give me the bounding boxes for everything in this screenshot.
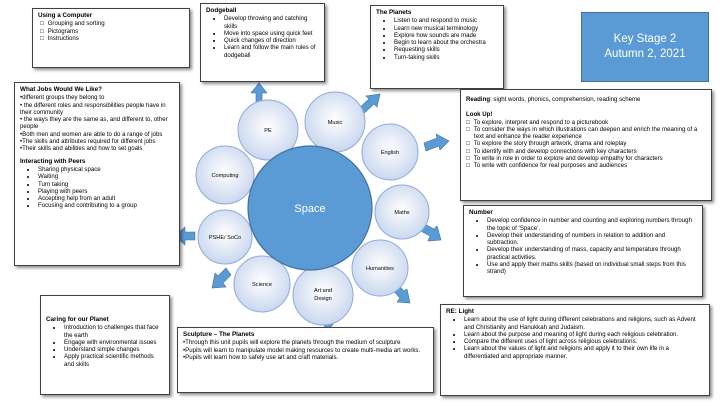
re-heading: RE: Light [446,308,474,315]
sculpture-box: Sculpture – The Planets •Through this un… [177,327,434,393]
sculpture-line: •Pupils will learn how to safely use art… [183,353,339,361]
caring-heading: Caring for our Planet [46,316,109,323]
jobs-line: •different groups they belong to [20,94,105,102]
subject-circle-art [292,264,354,326]
centre-circle [247,145,373,271]
jobs-box: What Jobs Would We Like? •different grou… [14,82,180,266]
title-box: Key Stage 2 Autumn 2, 2021 [581,12,709,82]
arrows [174,82,450,332]
list-item: Introduction to challenges that face the… [63,324,164,339]
list-item: Requesting skills [393,46,498,53]
label-humanities: Humanities [366,266,394,272]
subject-circle-pshe [197,209,253,265]
computer-heading: Using a Computer [38,12,93,19]
label-art-line1: Art and [314,288,332,294]
label-science: Science [252,282,272,288]
list-item: Engage with environmental issues [63,339,164,346]
dodgeball-heading: Dodgeball [206,7,237,14]
jobs-heading: What Jobs Would We Like? [20,86,102,93]
list-item: Explore how sounds are made [393,32,498,39]
reading-text: : sight words, phonics, comprehension, r… [490,96,641,103]
jobs-line: •Both men and women are able to do a ran… [20,130,163,138]
list-item: Focusing and contributing to a group [37,202,174,209]
list-item: Waiting [37,173,174,180]
label-music: Music [328,120,343,126]
list-item: To explore, interpret and respond to a p… [474,119,706,126]
reading-label: Reading [466,96,491,103]
number-heading: Number [469,209,493,216]
list-item: Apply practical scientific methods and s… [63,353,164,368]
list-item: Sharing physical space [37,166,174,173]
dodgeball-box: Dodgeball Develop throwing and catching … [200,3,325,82]
list-item: To identify with and develop connections… [474,148,706,155]
arrow-to-jobs [174,226,196,246]
label-computing: Computing [211,173,238,179]
subject-circle-humanities [351,239,409,297]
list-item: Use and apply their maths skills (based … [486,261,697,276]
list-item: To write in role in order to explore and… [474,155,706,162]
list-item: Playing with peers [37,188,174,195]
list-item: Listen to and respond to music [393,17,498,24]
jobs-line: •The skills and attributes required for … [20,138,156,146]
list-item: To write with confidence for real purpos… [474,162,706,169]
reading-box: Reading: sight words, phonics, comprehen… [460,89,712,201]
jobs-line: • the ways they are the same as, and dif… [20,116,168,131]
list-item: Learn about the use of light during diff… [463,316,704,331]
lookup-heading: Look Up! [466,111,493,119]
label-art-line2: Design [314,296,331,302]
subject-circle-computing [195,145,255,205]
planets-heading: The Planets [376,9,412,16]
label-pe: PE [264,128,272,134]
title-line1: Key Stage 2 [613,33,677,45]
list-item: Move into space using quick feet [223,30,319,37]
list-item: Understand simple changes [63,346,164,353]
list-item: Instructions [48,35,184,42]
title-line2: Autumn 2, 2021 [604,48,686,60]
planets-box: The Planets Listen to and respond to mus… [370,5,504,89]
centre-label: Space [294,203,325,215]
subject-circles [195,91,430,326]
subject-circle-science [233,255,291,313]
list-item: Learn about the purpose and meaning of l… [463,331,704,338]
list-item: Accepting help from an adult [37,195,174,202]
list-item: Grouping and sorting [48,20,184,27]
list-item: Compare the different uses of light acro… [463,338,704,345]
jobs-line: •Their skills and abilities and how to s… [20,145,143,153]
list-item: Learn new musical terminology [393,25,498,32]
list-item: Turn taking [37,181,174,188]
label-english: English [381,150,399,156]
list-item: Develop their understanding of numbers i… [486,232,697,247]
subject-circle-pe [237,99,299,161]
number-box: Number Develop confidence in number and … [463,205,703,297]
arrow-to-reading [423,133,450,152]
list-item: Learn and follow the main rules of dodge… [223,44,319,59]
list-item: Develop throwing and catching skills [223,15,319,30]
list-item: Turn-taking skills [393,54,498,61]
label-maths: Maths [394,210,409,216]
sculpture-line: •Through this unit pupils will explore t… [183,339,401,347]
list-item: To consider the ways in which illustrati… [474,126,706,141]
list-item: Develop confidence in number and countin… [486,217,697,232]
subject-circle-english [361,123,419,181]
list-item: Develop their understanding of mass, cap… [486,246,697,261]
label-pshe: PSHE/ SoCo [209,235,241,241]
re-box: RE: Light Learn about the use of light d… [440,304,710,396]
sculpture-line: •Pupils will learn to manipulate model m… [183,346,421,354]
list-item: To explore the story through artwork, dr… [474,140,706,147]
jobs-line: • the different roles and responsibiliti… [20,101,166,116]
list-item: Quick changes of direction [223,37,319,44]
sculpture-heading: Sculpture – The Planets [183,331,255,338]
caring-box: Caring for our Planet Introduction to ch… [40,295,170,395]
list-item: Begin to learn about the orchestra [393,39,498,46]
peers-heading: Interacting with Peers [20,157,86,165]
reading-summary: Reading: sight words, phonics, comprehen… [466,96,706,103]
arrow-to-caring [211,267,232,289]
list-item: Learn about the values of light and reli… [463,345,704,360]
subject-circle-maths [374,184,430,240]
list-item: Pictograms [48,28,184,35]
computer-box: Using a Computer Grouping and sorting Pi… [32,8,190,68]
